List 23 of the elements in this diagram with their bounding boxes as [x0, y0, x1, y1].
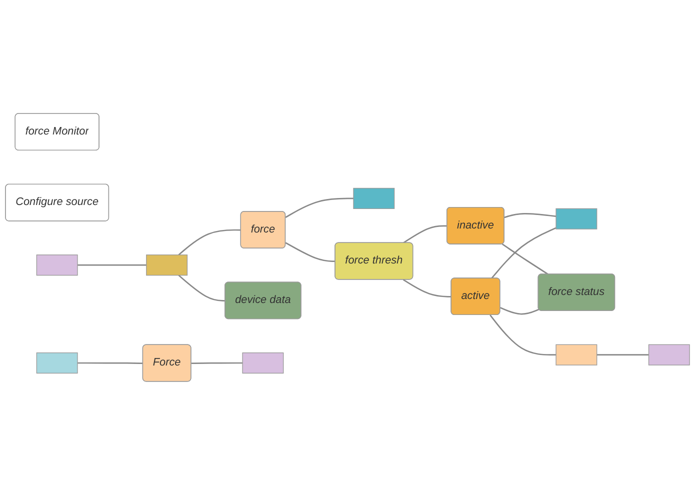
connector: [502, 243, 548, 274]
node-box: [648, 344, 690, 365]
connector: [402, 278, 452, 297]
node-box: [242, 352, 284, 374]
connector: [402, 224, 448, 244]
connector: [500, 306, 540, 314]
node-box: [353, 188, 395, 209]
node-box: [556, 208, 598, 229]
connector: [285, 197, 354, 218]
node-box: [36, 254, 78, 276]
connector: [178, 228, 241, 255]
connector: [285, 242, 336, 262]
node-box: [36, 352, 78, 374]
connector: [77, 264, 146, 266]
connector: [491, 226, 556, 278]
connector: [490, 314, 556, 356]
connector: [178, 274, 226, 302]
node-box: [556, 344, 598, 365]
connector: [596, 354, 649, 356]
connector: [191, 362, 243, 364]
connector: [77, 362, 144, 364]
node-box: [146, 254, 188, 276]
connector: [504, 212, 556, 218]
